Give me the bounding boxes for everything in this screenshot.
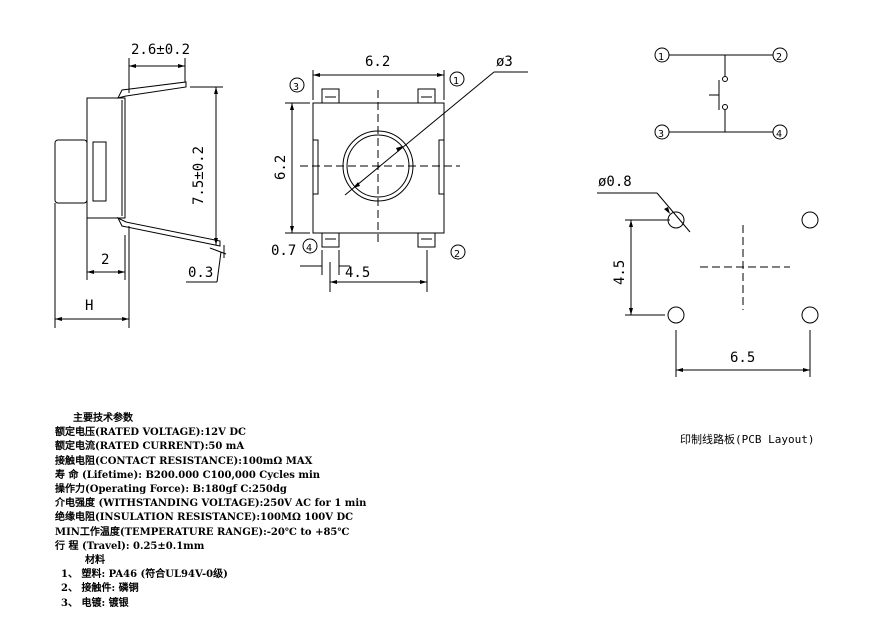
- pcb-dim-vertical: 4.5: [612, 260, 628, 285]
- pcb-hole-tr: [801, 211, 819, 229]
- top-pin-1: [417, 88, 436, 104]
- pcb-hole-bl: [667, 306, 685, 324]
- sch-pin-4-label: 4: [776, 129, 782, 140]
- spec-line: MIN工作温度(TEMPERATURE RANGE):-20℃ to +85℃: [55, 526, 350, 538]
- top-dim-pin-width: 0.7: [271, 243, 296, 259]
- side-dim-2: 2: [101, 252, 109, 268]
- spec-line: 接触电阻(CONTACT RESISTANCE):100mΩ MAX: [55, 455, 313, 467]
- side-dim-height: 7.5±0.2: [191, 146, 207, 205]
- spec-line: 额定电流(RATED CURRENT):50 mA: [55, 441, 245, 453]
- spec-block: 主要技术参数 额定电压(RATED VOLTAGE):12V DC 额定电流(R…: [55, 412, 515, 611]
- spec-line: 行 程 (Travel): 0.25±0.1mm: [55, 540, 205, 552]
- side-dim-width: 2.6±0.2: [131, 42, 190, 58]
- spec-line: 寿 命 (Lifetime): B200.000 C100,000 Cycles…: [55, 469, 321, 481]
- spec-line: 介电强度 (WITHSTANDING VOLTAGE):250V AC for …: [55, 498, 367, 510]
- pcb-hole-tl: [667, 211, 685, 229]
- sch-pin-2-label: 2: [776, 52, 782, 63]
- sch-pin-1-label: 1: [658, 52, 664, 63]
- pcb-hole-br: [801, 306, 819, 324]
- spec-line: 操作力(Operating Force): B:180gf C:250dg: [55, 484, 287, 496]
- top-dim-diameter: ø3: [496, 54, 513, 70]
- pcb-layout: [597, 192, 819, 377]
- pcb-layout-label: 印制线路板(PCB Layout): [680, 433, 815, 446]
- top-pin-4-label: 4: [306, 243, 312, 254]
- side-plunger: [54, 139, 88, 204]
- spec-title: 主要技术参数: [73, 413, 133, 424]
- top-pin-3: [321, 88, 340, 104]
- spec-line: 额定电压(RATED VOLTAGE):12V DC: [55, 427, 247, 439]
- top-pin-2: [417, 232, 436, 248]
- top-pin-2-label: 2: [454, 249, 460, 260]
- top-pin-4: [321, 232, 340, 248]
- side-inner-slot: [92, 141, 107, 202]
- side-view: [54, 58, 227, 328]
- material-line: 1、 塑料: PA46 (符合UL94V-0级): [61, 569, 228, 581]
- schematic: [654, 47, 788, 140]
- top-pin-3-label: 3: [293, 82, 299, 93]
- side-bottom-lead: [116, 216, 221, 247]
- pcb-dim-hole: ø0.8: [598, 174, 632, 190]
- top-dim-height: 6.2: [273, 155, 289, 180]
- material-line: 2、 接触件: 磷铜: [61, 583, 139, 595]
- top-dim-pitch: 4.5: [345, 265, 370, 281]
- spec-line: 绝缘电阻(INSULATION RESISTANCE):100MΩ 100V D…: [55, 512, 354, 524]
- side-dim-03: 0.3: [188, 265, 213, 281]
- materials-title: 材料: [85, 555, 105, 567]
- side-top-lead: [117, 81, 187, 99]
- pcb-dim-horizontal: 6.5: [730, 350, 755, 366]
- sch-pin-3-label: 3: [658, 129, 664, 140]
- top-pin-1-label: 1: [453, 76, 459, 87]
- side-dim-H: H: [85, 298, 93, 314]
- top-dim-width: 6.2: [365, 54, 390, 70]
- material-line: 3、 电镀: 镀银: [61, 597, 129, 609]
- top-view: [285, 70, 528, 292]
